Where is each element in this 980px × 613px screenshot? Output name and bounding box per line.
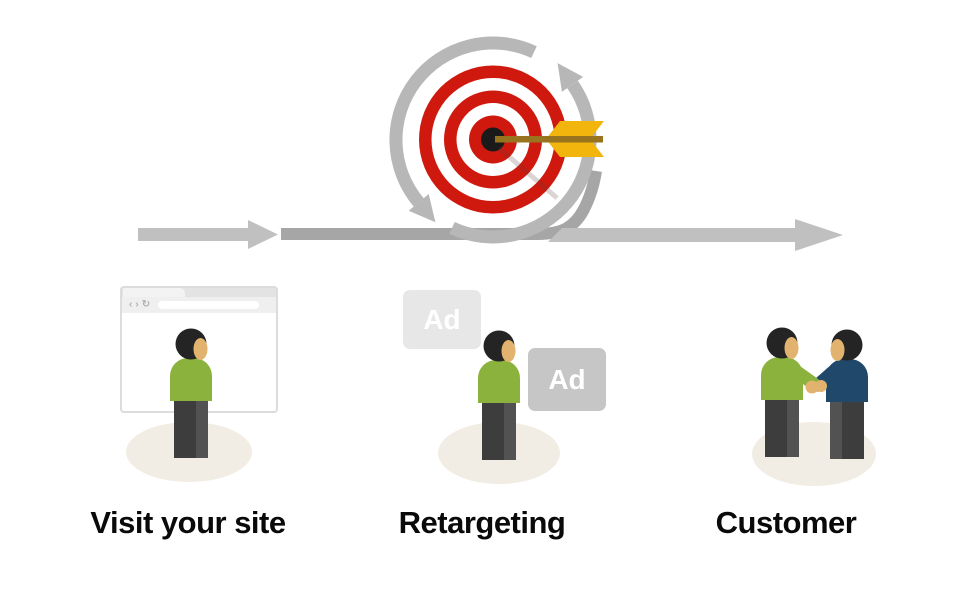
step-label-customer: Customer	[715, 505, 857, 540]
person-retargeting-icon	[478, 330, 520, 460]
ad-badge-light: Ad	[403, 290, 481, 349]
step-label-visit-your-site: Visit your site	[90, 505, 286, 540]
flow-line-dark	[281, 170, 602, 240]
flow-arrow-right-icon	[548, 219, 843, 251]
cycle-arrowhead-bottom	[408, 194, 436, 223]
person-visitor-icon	[170, 328, 212, 458]
refresh-icon: ↻	[141, 299, 151, 310]
browser-tab	[123, 288, 185, 297]
address-bar	[158, 301, 259, 309]
dart-icon	[495, 121, 604, 157]
browser-tab-row	[122, 288, 276, 297]
flow-arrow-left-icon	[138, 220, 278, 249]
cycle-arrow-icon	[389, 36, 597, 244]
handshake-icon	[761, 327, 868, 459]
step-label-retargeting: Retargeting	[398, 505, 566, 540]
forward-icon: ›	[135, 299, 139, 310]
flow-arrows	[138, 170, 843, 251]
person-customer-green-icon	[761, 327, 803, 457]
dart-shadow	[497, 146, 559, 200]
target-icon	[419, 65, 567, 214]
hand-left	[805, 380, 819, 394]
browser-toolbar: ‹ › ↻	[122, 297, 276, 313]
person-customer-navy-icon	[826, 329, 868, 459]
back-icon: ‹	[129, 299, 133, 310]
cycle-arrowhead-top	[557, 63, 584, 92]
ad-badge-dark: Ad	[528, 348, 606, 411]
hand-right	[815, 380, 827, 392]
